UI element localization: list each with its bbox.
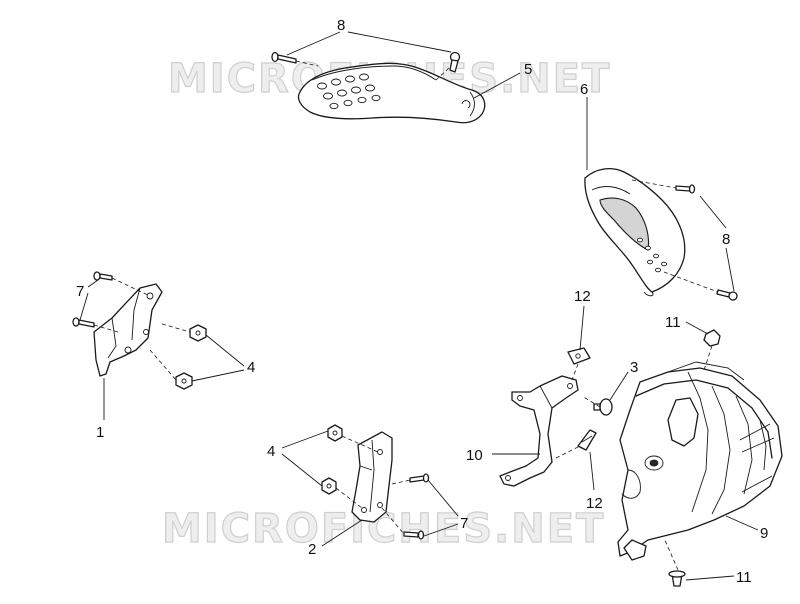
clip-upper — [567, 347, 591, 365]
screw-left-upper — [93, 271, 113, 281]
callout-7-right: 7 — [460, 515, 468, 532]
screw-left-lower — [72, 317, 95, 328]
callout-labels: 1 2 3 4 4 5 6 7 7 8 8 9 10 11 11 12 12 — [76, 17, 768, 586]
leader-lines — [79, 31, 759, 581]
callout-11-top: 11 — [665, 314, 681, 331]
bolt-cover-upper — [703, 329, 721, 347]
cylinder-cover — [617, 361, 783, 561]
callout-8-top: 8 — [337, 17, 345, 34]
callout-8-side: 8 — [722, 231, 730, 248]
callout-4-left: 4 — [267, 443, 275, 460]
bracket-lower — [351, 431, 393, 523]
callout-2: 2 — [308, 541, 316, 558]
callout-12-top: 12 — [574, 288, 591, 305]
screw-side-lower — [716, 289, 738, 301]
callout-10: 10 — [466, 447, 483, 464]
assembly-lines — [93, 60, 719, 571]
nut-lower-upper — [327, 424, 343, 442]
bracket-mount — [499, 375, 579, 487]
screw-top-left — [271, 51, 297, 64]
callout-3: 3 — [630, 359, 638, 376]
callout-6: 6 — [580, 81, 588, 98]
screw-side-upper — [675, 184, 696, 194]
screw-lower-lower — [403, 530, 425, 540]
screw-lower-upper — [409, 473, 430, 483]
plug-cap — [593, 398, 613, 416]
nut-lower-lower — [321, 477, 337, 495]
callout-1: 1 — [96, 424, 104, 441]
bolt-cover-lower — [668, 570, 686, 587]
callout-9: 9 — [760, 525, 768, 542]
callout-4-right: 4 — [247, 359, 255, 376]
callout-5: 5 — [524, 61, 532, 78]
heat-shield-side — [584, 167, 686, 297]
nut-left-lower — [175, 372, 193, 390]
screw-top-right — [449, 51, 461, 73]
callout-11-bottom: 11 — [736, 569, 752, 586]
clip-lower — [577, 429, 597, 451]
bracket-left — [93, 283, 163, 377]
callout-7-left: 7 — [76, 283, 84, 300]
nut-left-upper — [189, 324, 207, 342]
callout-12-bottom: 12 — [586, 495, 603, 512]
